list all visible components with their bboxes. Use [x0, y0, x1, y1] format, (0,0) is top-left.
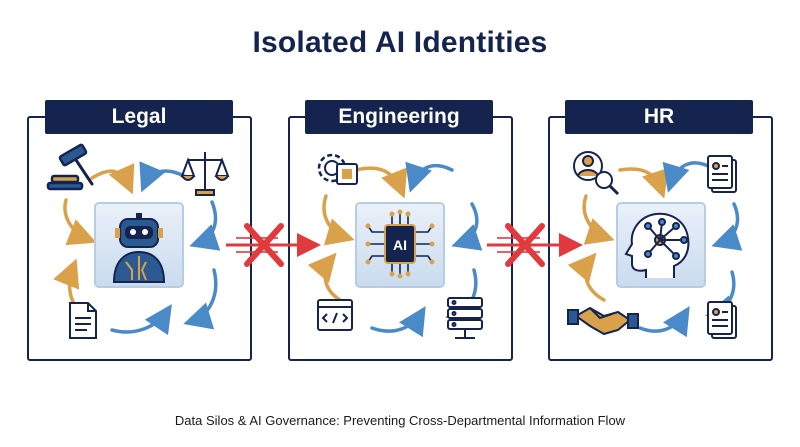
panel-label-hr: HR	[565, 100, 753, 134]
document-icon	[69, 302, 97, 339]
robot-icon	[112, 213, 166, 283]
panel-label-legal: Legal	[45, 100, 233, 134]
blocked-flow-legal-engineering	[226, 223, 321, 267]
ai-chip-label: AI	[393, 237, 407, 253]
ai-head-tile	[616, 202, 706, 288]
code-window-icon	[317, 299, 353, 331]
robot-tile	[94, 202, 184, 288]
gavel-icon	[46, 143, 94, 191]
chip-icon	[384, 224, 416, 264]
ai-head-icon	[624, 212, 690, 278]
hr-flow-arrows	[567, 161, 743, 338]
block-x-icon	[244, 223, 284, 267]
server-icon	[447, 297, 483, 339]
person-search-icon	[573, 151, 620, 196]
diagram-caption: Data Silos & AI Governance: Preventing C…	[174, 413, 626, 428]
panel-label-engineering: Engineering	[305, 100, 493, 134]
resume-icon-top	[707, 155, 737, 193]
ai-chip-tile: AI	[355, 202, 445, 288]
block-x-icon	[505, 223, 545, 267]
blocked-flow-engineering-hr	[487, 223, 583, 267]
gear-chip-icon	[317, 153, 358, 185]
diagram-title: Isolated AI Identities	[252, 26, 548, 59]
handshake-icon	[567, 306, 639, 336]
resume-icon-bottom	[707, 301, 737, 339]
scales-icon	[180, 152, 230, 196]
